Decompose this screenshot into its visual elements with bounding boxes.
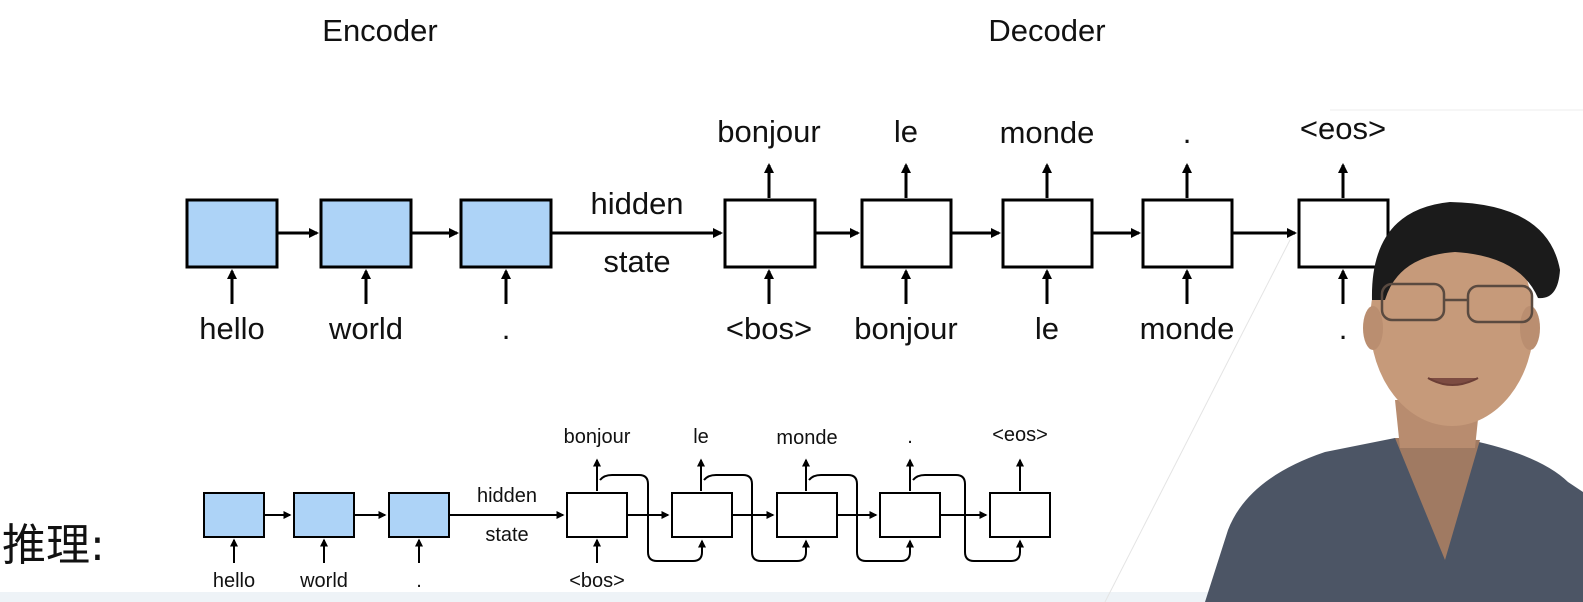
decoder-title: Decoder xyxy=(988,13,1105,48)
encoder-cell xyxy=(319,198,413,269)
decoder-output-token: monde xyxy=(776,427,837,449)
decoder-output-token: le xyxy=(894,114,918,149)
decoder-input-token: <bos> xyxy=(569,570,625,592)
decoder-cell xyxy=(566,492,628,538)
encoder-input-token: world xyxy=(299,570,348,592)
presenter-image xyxy=(1104,109,1583,602)
hidden-label: hidden xyxy=(477,485,537,507)
decoder-cell xyxy=(989,492,1051,538)
bottom-band xyxy=(0,592,1583,602)
encoder-input-token: hello xyxy=(199,311,265,346)
decoder-output-token: monde xyxy=(1000,115,1095,150)
decoder-output-token: <eos> xyxy=(1300,111,1386,146)
decoder-output-token: bonjour xyxy=(564,426,631,448)
decoder-cell xyxy=(723,198,817,269)
feedback-loop xyxy=(703,474,810,562)
hidden-label: hidden xyxy=(590,186,683,221)
encoder-cell xyxy=(203,492,265,538)
decoder-output-token: <eos> xyxy=(992,424,1048,446)
decoder-input-token: le xyxy=(1035,311,1059,346)
encoder-input-token: world xyxy=(328,311,403,346)
encoder-cell xyxy=(185,198,279,269)
decoder-cell xyxy=(1001,198,1094,269)
encoder-title: Encoder xyxy=(322,13,437,48)
encoder-input-token: hello xyxy=(213,570,255,592)
decoder-input-token: <bos> xyxy=(726,311,812,346)
feedback-loop xyxy=(808,474,914,562)
decoder-output-token: . xyxy=(907,426,913,448)
decoder-input-token: . xyxy=(1339,311,1348,346)
state-label: state xyxy=(603,244,670,279)
decoder-input-token: bonjour xyxy=(854,311,957,346)
decoder-cell xyxy=(1297,198,1390,269)
encoder-cell xyxy=(388,492,450,538)
feedback-loop xyxy=(599,474,706,562)
decoder-input-token: monde xyxy=(1140,311,1235,346)
decoder-cell xyxy=(671,492,733,538)
encoder-input-token: . xyxy=(502,311,511,346)
inference-label: 推理: xyxy=(2,520,105,571)
state-label: state xyxy=(485,524,528,546)
encoder-cell xyxy=(459,198,553,269)
encoder-cell xyxy=(293,492,355,538)
decoder-output-token: . xyxy=(1183,115,1192,150)
decoder-cell xyxy=(776,492,838,538)
decoder-output-token: le xyxy=(693,426,709,448)
decoder-cell xyxy=(879,492,941,538)
encoder-input-token: . xyxy=(416,570,422,592)
feedback-loop xyxy=(912,474,1024,562)
decoder-output-token: bonjour xyxy=(717,114,820,149)
decoder-cell xyxy=(860,198,953,269)
decoder-cell xyxy=(1141,198,1234,269)
